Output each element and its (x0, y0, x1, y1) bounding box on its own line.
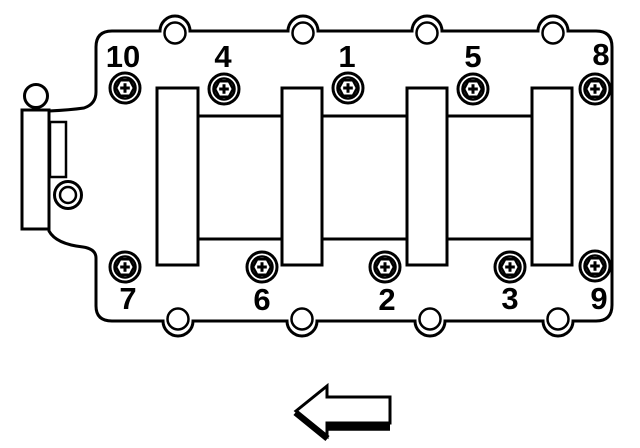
bolt-icon (493, 250, 527, 284)
bolt-row-top: 10 4 1 5 8 (106, 37, 612, 106)
bolt-label: 1 (338, 39, 355, 74)
bolt-label: 3 (501, 281, 518, 316)
bolt-icon (578, 249, 612, 283)
bearing-caps (155, 86, 574, 267)
camshaft (198, 114, 532, 241)
tab-slot (48, 120, 68, 179)
bolt-icon (578, 72, 612, 106)
edge-hole (418, 307, 442, 331)
bolt-label: 2 (378, 282, 395, 317)
bearing-cap (155, 86, 200, 267)
bolt-icon (207, 72, 241, 106)
bolt-icon (331, 71, 365, 105)
edge-hole (291, 21, 315, 45)
edge-hole (163, 21, 187, 45)
bolt-icon (108, 71, 142, 105)
tab-hole (23, 83, 49, 109)
bearing-cap (405, 86, 449, 267)
edge-hole (166, 307, 190, 331)
edge-holes (163, 21, 570, 331)
bolt-label: 4 (214, 39, 232, 74)
edge-hole (546, 307, 570, 331)
bearing-cap (280, 86, 324, 267)
edge-hole (290, 307, 314, 331)
bolt-icon (456, 72, 490, 106)
dowel-ring-inner (58, 185, 78, 205)
left-tab (20, 83, 83, 231)
bolt-icon (108, 250, 142, 284)
bolt-label: 7 (119, 281, 136, 316)
bolt-icon (368, 250, 402, 284)
bolt-row-bottom: 7 6 2 3 9 (108, 249, 612, 317)
bolt-icon (245, 250, 279, 284)
arrow-left-icon (293, 382, 392, 442)
edge-hole (415, 21, 439, 45)
bolt-label: 10 (106, 39, 140, 74)
bolt-label: 5 (464, 39, 481, 74)
bolt-label: 8 (592, 37, 609, 72)
edge-hole (541, 21, 565, 45)
bearing-cap (530, 86, 574, 267)
bolt-label: 6 (253, 282, 270, 317)
bolt-label: 9 (590, 281, 607, 316)
